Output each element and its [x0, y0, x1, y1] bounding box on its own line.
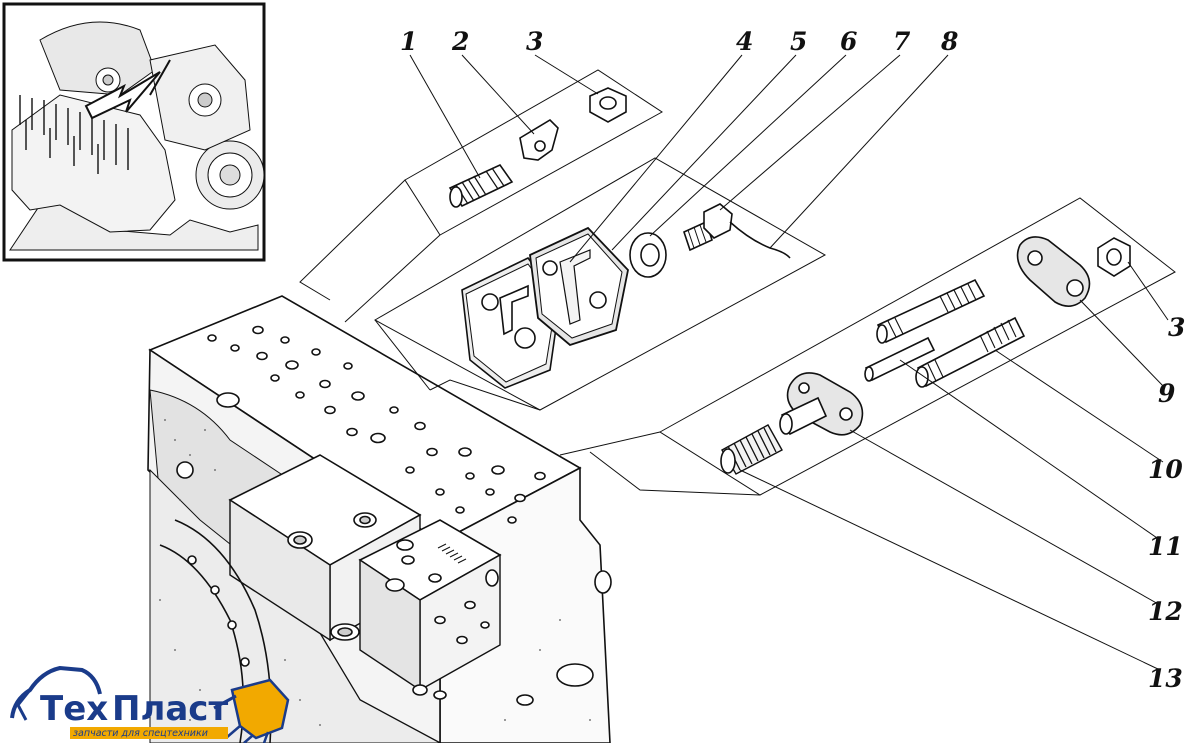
callout-2: 2 — [451, 27, 469, 56]
part-bushing-12 — [779, 372, 864, 436]
part-stud-10 — [915, 316, 1026, 388]
group-outline-top — [299, 69, 663, 323]
part-hex-nut-3b — [1097, 237, 1131, 277]
callout-13: 13 — [1148, 664, 1183, 693]
callout-6: 6 — [840, 27, 857, 56]
logo-name-part1: Тех — [40, 689, 108, 729]
part-plate-9 — [1016, 236, 1091, 307]
logo-name-part2: Пласт — [112, 689, 228, 729]
part-cover-5 — [529, 226, 629, 347]
group-outline-middle — [373, 157, 827, 411]
part-sensor-7 — [683, 203, 791, 259]
callout-labels: 1 2 3 4 5 6 7 8 3 9 10 11 12 13 — [400, 27, 1185, 693]
part-hex-nut-3 — [589, 87, 627, 123]
part-pin-11 — [864, 336, 936, 382]
callout-9: 9 — [1158, 379, 1175, 408]
part-stud-1 — [448, 163, 514, 208]
callout-5: 5 — [790, 27, 807, 56]
callout-8: 8 — [940, 27, 958, 56]
part-spring-13 — [720, 424, 783, 475]
callout-3: 3 — [526, 27, 543, 56]
callout-10: 10 — [1148, 455, 1183, 484]
callout-7: 7 — [893, 27, 911, 56]
part-washer-6 — [629, 232, 667, 278]
leader-lines — [409, 54, 1169, 671]
callout-3-right: 3 — [1168, 313, 1185, 342]
part-stud-10a — [876, 278, 986, 344]
group-outline-bottom — [559, 197, 1176, 496]
callout-1: 1 — [400, 27, 417, 56]
callout-4: 4 — [736, 27, 753, 56]
part-lock-tab-2 — [519, 118, 559, 161]
housing-block — [147, 295, 612, 743]
logo-tagline: запчасти для спецтехники — [73, 728, 208, 739]
callout-11: 11 — [1148, 532, 1183, 561]
brand-logo: Тех Пласт запчасти для спецтехники — [10, 665, 290, 743]
callout-12: 12 — [1148, 597, 1183, 626]
locator-inset — [2, 2, 266, 262]
